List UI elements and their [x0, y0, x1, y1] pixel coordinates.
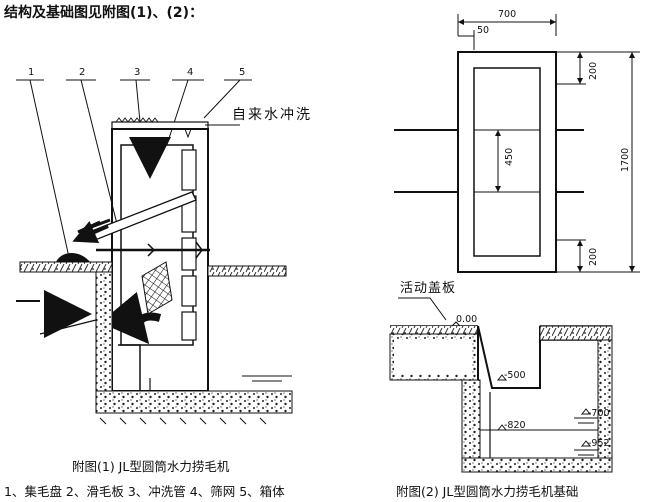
figure2-plan: 700 50 450 200 1700 200 — [394, 9, 640, 273]
dim-top: 200 — [588, 62, 599, 80]
dim-bottom: 200 — [588, 248, 599, 266]
dim-pipe: 450 — [504, 148, 515, 166]
callout-5: 5 — [239, 67, 245, 78]
water-label: 自来水冲洗 — [232, 107, 312, 123]
elev-952: -952 — [588, 438, 610, 449]
callout-2: 2 — [79, 67, 85, 78]
dim-wall: 50 — [477, 25, 489, 36]
figure2-section: 活动盖板 0.00 -500 -820 -700 -952 — [389, 281, 613, 473]
elev-700: -700 — [588, 408, 610, 419]
dim-total: 1700 — [620, 148, 631, 172]
figure1-caption: 附图(1) JL型圆筒水力捞毛机 — [72, 459, 230, 474]
callout-3: 3 — [134, 67, 140, 78]
elev-820: -820 — [504, 420, 526, 431]
page-heading: 结构及基础图见附图(1)、(2)： — [4, 4, 203, 21]
figure1-drawing: 1 2 3 4 5 自来水冲洗 — [16, 67, 312, 425]
figure1-legend: 1、集毛盘 2、滑毛板 3、冲洗管 4、筛网 5、箱体 — [4, 484, 285, 499]
figure2-caption: 附图(2) JL型圆筒水力捞毛机基础 — [396, 484, 578, 499]
cover-label: 活动盖板 — [400, 281, 456, 296]
callout-4: 4 — [187, 67, 193, 78]
callout-1: 1 — [28, 67, 34, 78]
dim-width: 700 — [498, 9, 516, 20]
elev-ground: 0.00 — [456, 314, 477, 325]
elev-500: -500 — [504, 370, 526, 381]
